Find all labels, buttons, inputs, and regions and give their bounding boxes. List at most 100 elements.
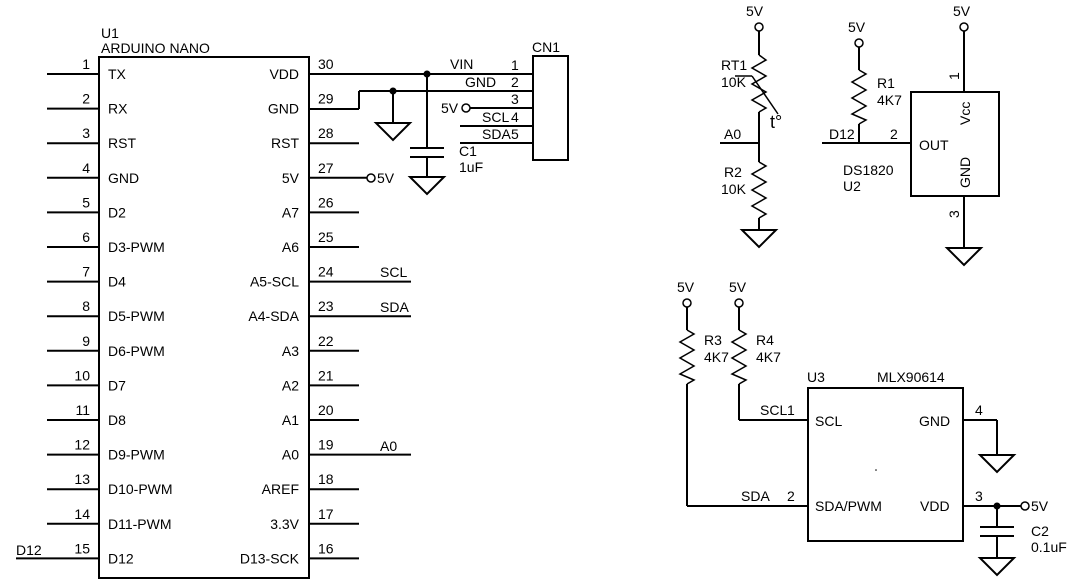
u2-out: OUT [919,137,949,153]
u2-vcc-label: Vcc [957,102,973,125]
r1-ref: R1 [877,75,895,91]
pin-name: D8 [108,412,126,428]
sda-net-label: SDA [380,299,409,315]
pin-name: VDD [269,66,299,82]
u1-left-pin-6: 6D3-PWM [47,229,165,255]
r1-value: 4K7 [877,92,902,108]
u3-scl: SCL [815,413,842,429]
pin-name: A6 [282,239,299,255]
u2-net: D12 [829,126,855,142]
cn1-pin4-num: 4 [511,109,519,125]
r3-supply: 5V [677,279,695,295]
pin-name: A1 [282,412,299,428]
pin-number: 16 [318,540,334,556]
pin-number: 27 [318,160,334,176]
u1-right-pin-27: 27 5V [282,160,367,186]
u1-left-pin-5: 5D2 [47,194,126,220]
d12-net-label: D12 [16,542,42,558]
p27-5v-label: 5V [377,170,395,186]
pin-name: D2 [108,204,126,220]
c2-value: 0.1uF [1031,539,1067,555]
c1-value: 1uF [459,159,483,175]
u3-name: MLX90614 [877,369,945,385]
pin-name: 5V [282,170,300,186]
u3-sda: SDA/PWM [815,498,882,514]
pin-number: 26 [318,194,334,210]
scl-net-label: SCL [380,264,407,280]
pin-number: 22 [318,333,334,349]
pin-number: 6 [82,229,90,245]
pin-name: A4-SDA [248,308,299,324]
pin-number: 8 [82,298,90,314]
u2-data-pin: 2 [890,126,898,142]
u3-scl-net: SCL [760,402,787,418]
pin-name: D3-PWM [108,239,165,255]
u1-ref: U1 [101,25,119,41]
pin-number: 24 [318,264,334,280]
u1-left-pin-2: 2RX [47,91,128,117]
u2-ds1820: 5V R1 4K7 D12 2 OUT Vcc GND DS1820 U2 5V… [822,3,1000,267]
pin-name: D12 [108,550,134,566]
cn1-pin2-num: 2 [511,74,519,90]
u2-body [910,91,1000,197]
cn1-pin1-num: 1 [511,57,519,73]
u2-ref: U2 [843,178,861,194]
cn1-pin3-label: 5V [441,100,459,116]
u3-body [807,387,964,542]
u3-scl-pin: 1 [787,402,795,418]
pin-number: 29 [318,91,334,107]
c2-ref: C2 [1031,523,1049,539]
u1-power-wiring: VIN C1 1uF 5V SCL SDA A0 [309,56,533,454]
thermistor-divider: 5V RT1 10K t° A0 R2 10K [720,3,782,249]
u3-sda-pin: 2 [787,488,795,504]
pin-name: TX [108,66,127,82]
pin-name: D5-PWM [108,308,165,324]
u1-body [98,56,310,579]
pin-name: D6-PWM [108,343,165,359]
u2-gnd-pin: 3 [946,210,962,218]
u1-left-pin-8: 8D5-PWM [47,298,165,324]
pin-name: RX [108,101,128,117]
u2-vcc-supply: 5V [953,3,971,19]
cn1-pin5-label: SDA [482,126,511,142]
pin-name: RST [108,135,136,151]
r3-value: 4K7 [704,349,729,365]
u3-vdd-pin: 3 [975,488,983,504]
pin-name: AREF [262,481,299,497]
pin-number: 21 [318,367,334,383]
thermistor-supply: 5V [746,3,764,19]
r1-supply: 5V [848,19,866,35]
u3-ref: U3 [807,369,825,385]
cn1-body [532,55,569,161]
pin-number: 12 [74,437,90,453]
pin-name: GND [108,170,139,186]
rt1-value: 10K [721,74,747,90]
r4-supply: 5V [729,279,747,295]
pin-number: 3 [82,125,90,141]
rt1-ref: RT1 [721,57,747,73]
cn1-pin4-label: SCL [482,109,509,125]
pin-number: 9 [82,333,90,349]
pin-number: 23 [318,298,334,314]
c1-ref: C1 [459,143,477,159]
cn1-pin2-label: GND [465,74,496,90]
pin-name: A2 [282,377,299,393]
pin-number: 25 [318,229,334,245]
pin-number: 4 [82,160,90,176]
pin-number: 18 [318,471,334,487]
